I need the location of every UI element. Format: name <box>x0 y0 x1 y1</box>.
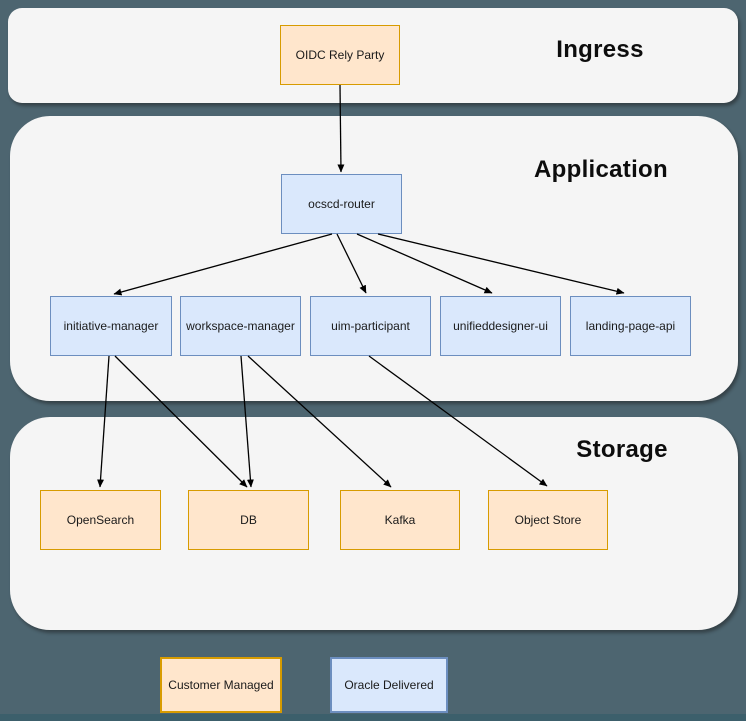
bottom-edge-strip <box>0 714 746 721</box>
node-object-store: Object Store <box>488 490 608 550</box>
node-kafka: Kafka <box>340 490 460 550</box>
legend-customer-managed: Customer Managed <box>160 657 282 713</box>
application-title: Application <box>534 156 668 183</box>
node-db: DB <box>188 490 309 550</box>
node-unifieddesigner-ui: unifieddesigner-ui <box>440 296 561 356</box>
node-initiative-manager: initiative-manager <box>50 296 172 356</box>
node-opensearch: OpenSearch <box>40 490 161 550</box>
node-ocscd-router: ocscd-router <box>281 174 402 234</box>
storage-title: Storage <box>576 436 668 463</box>
legend-oracle-delivered: Oracle Delivered <box>330 657 448 713</box>
node-landing-page-api: landing-page-api <box>570 296 691 356</box>
node-workspace-manager: workspace-manager <box>180 296 301 356</box>
ingress-title: Ingress <box>556 36 644 63</box>
node-uim-participant: uim-participant <box>310 296 431 356</box>
node-oidc-rely-party: OIDC Rely Party <box>280 25 400 85</box>
